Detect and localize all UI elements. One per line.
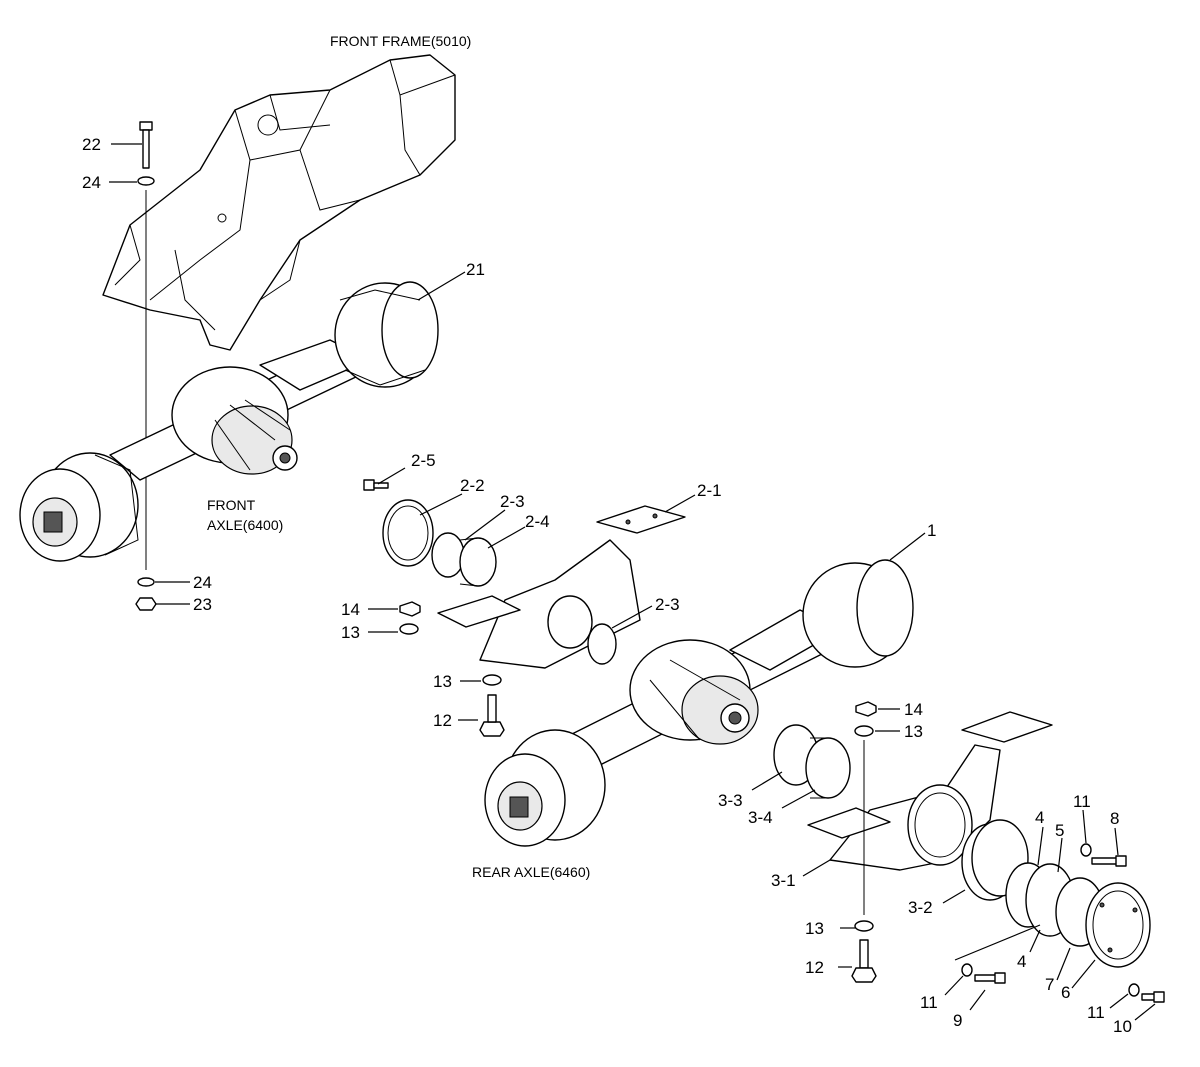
rear-seals-right (773, 724, 851, 799)
callout-21: 21 (466, 260, 485, 279)
callout-2-2: 2-2 (460, 476, 485, 495)
front-axle-caption-line2: AXLE(6400) (207, 517, 283, 533)
rear-axle-caption: REAR AXLE(6460) (472, 864, 590, 880)
callouts: 22 24 21 24 23 2-5 2-2 2-3 2-4 2-1 1 14 … (82, 135, 1132, 1036)
callout-2-5: 2-5 (411, 451, 436, 470)
front-axle (19, 281, 439, 562)
callout-23: 23 (193, 595, 212, 614)
callout-7: 7 (1045, 975, 1054, 994)
callout-3-4: 3-4 (748, 808, 773, 827)
callout-13-right: 13 (904, 722, 923, 741)
callout-3-1: 3-1 (771, 871, 796, 890)
callout-11-top: 11 (1073, 792, 1091, 811)
callout-12-left: 12 (433, 711, 452, 730)
rear-mount-bracket-3-1 (807, 711, 1053, 871)
callout-14-right: 14 (904, 700, 923, 719)
callout-11-left: 11 (920, 993, 938, 1012)
callout-3-2: 3-2 (908, 898, 933, 917)
leader-lines (109, 143, 1156, 1021)
callout-4-top: 4 (1035, 808, 1044, 827)
callout-3-3: 3-3 (718, 791, 743, 810)
callout-2-4: 2-4 (525, 512, 550, 531)
callout-5: 5 (1055, 821, 1064, 840)
rear-seals-left (363, 479, 617, 665)
captions: FRONT FRAME(5010) FRONT AXLE(6400) REAR … (207, 33, 590, 880)
callout-13-mid: 13 (433, 672, 452, 691)
front-axle-caption-line1: FRONT (207, 497, 256, 513)
callout-4-bottom: 4 (1017, 952, 1026, 971)
rear-axle (484, 559, 914, 847)
callout-2-3-upper: 2-3 (500, 492, 525, 511)
left-mount-hardware (399, 601, 505, 737)
front-frame-caption: FRONT FRAME(5010) (330, 33, 471, 49)
callout-6: 6 (1061, 983, 1070, 1002)
right-mount-hardware (851, 701, 877, 983)
frame-bolt-stack (135, 121, 157, 611)
callout-1: 1 (927, 521, 936, 540)
rear-mount-bracket-2-1 (437, 505, 686, 669)
callout-12-bottom: 12 (805, 958, 824, 977)
callout-10: 10 (1113, 1017, 1132, 1036)
front-frame (102, 54, 456, 351)
callout-11-right: 11 (1087, 1003, 1105, 1022)
trunnion-stack (961, 819, 1165, 1003)
callout-2-3-lower: 2-3 (655, 595, 680, 614)
callout-13-bottom: 13 (805, 919, 824, 938)
callout-24-bottom: 24 (193, 573, 212, 592)
callout-22: 22 (82, 135, 101, 154)
callout-2-1: 2-1 (697, 481, 722, 500)
callout-9: 9 (953, 1011, 962, 1030)
callout-24-top: 24 (82, 173, 101, 192)
callout-8: 8 (1110, 809, 1119, 828)
callout-14-left: 14 (341, 600, 360, 619)
callout-13-left: 13 (341, 623, 360, 642)
